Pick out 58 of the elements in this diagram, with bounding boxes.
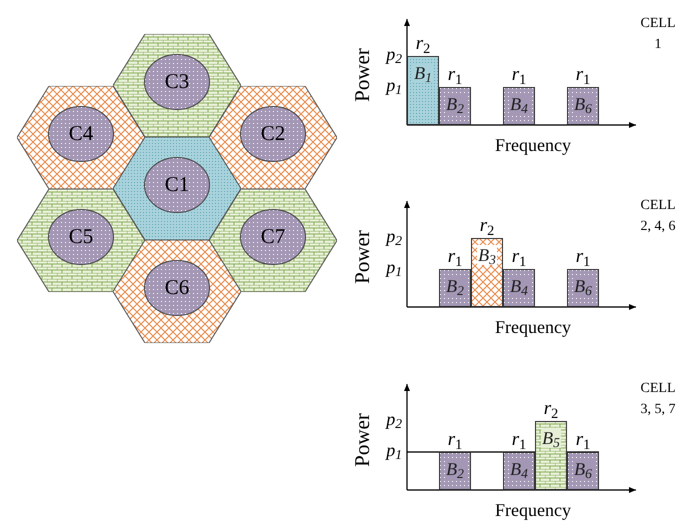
power-level-label: r$_{2}$ — [542, 399, 560, 419]
hexagon-cell — [17, 86, 145, 188]
cell-circle — [144, 260, 210, 316]
power-level-label: r$_{1}$ — [446, 247, 464, 267]
hexagon-cell — [209, 188, 337, 292]
cell-circle — [240, 106, 306, 162]
cell-group-label: CELL 3, 5, 7 — [640, 380, 676, 419]
tick-label: p$_{2}$ — [384, 226, 402, 246]
axis-title: Power — [350, 47, 374, 104]
tick-label: p$_{1}$ — [384, 440, 402, 460]
band-label: B$_{6}$ — [573, 276, 593, 296]
power-level-label: r$_{1}$ — [574, 247, 592, 267]
axis-title: Power — [350, 229, 374, 286]
cell-circle — [48, 208, 114, 264]
power-level-label: r$_{2}$ — [414, 34, 432, 54]
band-label: B$_{2}$ — [445, 94, 465, 114]
band-label: B$_{3}$ — [477, 245, 497, 265]
power-level-label: r$_{1}$ — [510, 247, 528, 267]
band-label: B$_{4}$ — [509, 276, 529, 296]
band-label: B$_{4}$ — [509, 459, 529, 479]
axis-title: Power — [350, 412, 374, 469]
cell-label: C4 — [68, 120, 94, 147]
tick-label: p$_{1}$ — [384, 257, 402, 277]
power-level-label: r$_{1}$ — [574, 430, 592, 450]
band-label: B$_{2}$ — [445, 276, 465, 296]
power-level-label: r$_{1}$ — [510, 65, 528, 85]
power-level-label: r$_{1}$ — [574, 65, 592, 85]
power-level-label: r$_{1}$ — [446, 430, 464, 450]
band-label: B$_{1}$ — [413, 63, 433, 83]
power-level-label: r$_{1}$ — [510, 430, 528, 450]
tick-label: p$_{2}$ — [384, 409, 402, 429]
cell-label: C1 — [164, 170, 190, 198]
tick-label: p$_{2}$ — [384, 44, 402, 64]
band-label: B$_{6}$ — [573, 94, 593, 114]
hexagon-cell — [113, 240, 241, 342]
power-level-label: r$_{2}$ — [478, 216, 496, 236]
axis-title: Frequency — [494, 317, 572, 337]
cell-label: C2 — [260, 120, 286, 147]
band-label: B$_{2}$ — [445, 459, 465, 479]
cell-label: C5 — [68, 222, 94, 250]
cell-label: C6 — [164, 274, 190, 301]
hexagon-cell — [17, 188, 145, 292]
cell-circle — [144, 54, 210, 110]
band-label: B$_{6}$ — [573, 459, 593, 479]
power-level-label: r$_{1}$ — [446, 65, 464, 85]
cell-group-label: CELL 2, 4, 6 — [640, 197, 676, 236]
band-label: B$_{4}$ — [509, 94, 529, 114]
tick-label: p$_{1}$ — [384, 75, 402, 95]
cell-group-label: CELL 1 — [640, 15, 676, 54]
hexagon-cell — [209, 86, 337, 188]
band-label: B$_{5}$ — [541, 428, 561, 448]
cell-circle — [240, 208, 306, 264]
cell-label: C3 — [164, 68, 190, 95]
axis-title: Frequency — [494, 135, 572, 155]
axis-title: Frequency — [494, 500, 572, 520]
cell-circle — [48, 106, 114, 162]
cell-label: C7 — [260, 222, 286, 250]
cell-circle — [144, 156, 210, 212]
